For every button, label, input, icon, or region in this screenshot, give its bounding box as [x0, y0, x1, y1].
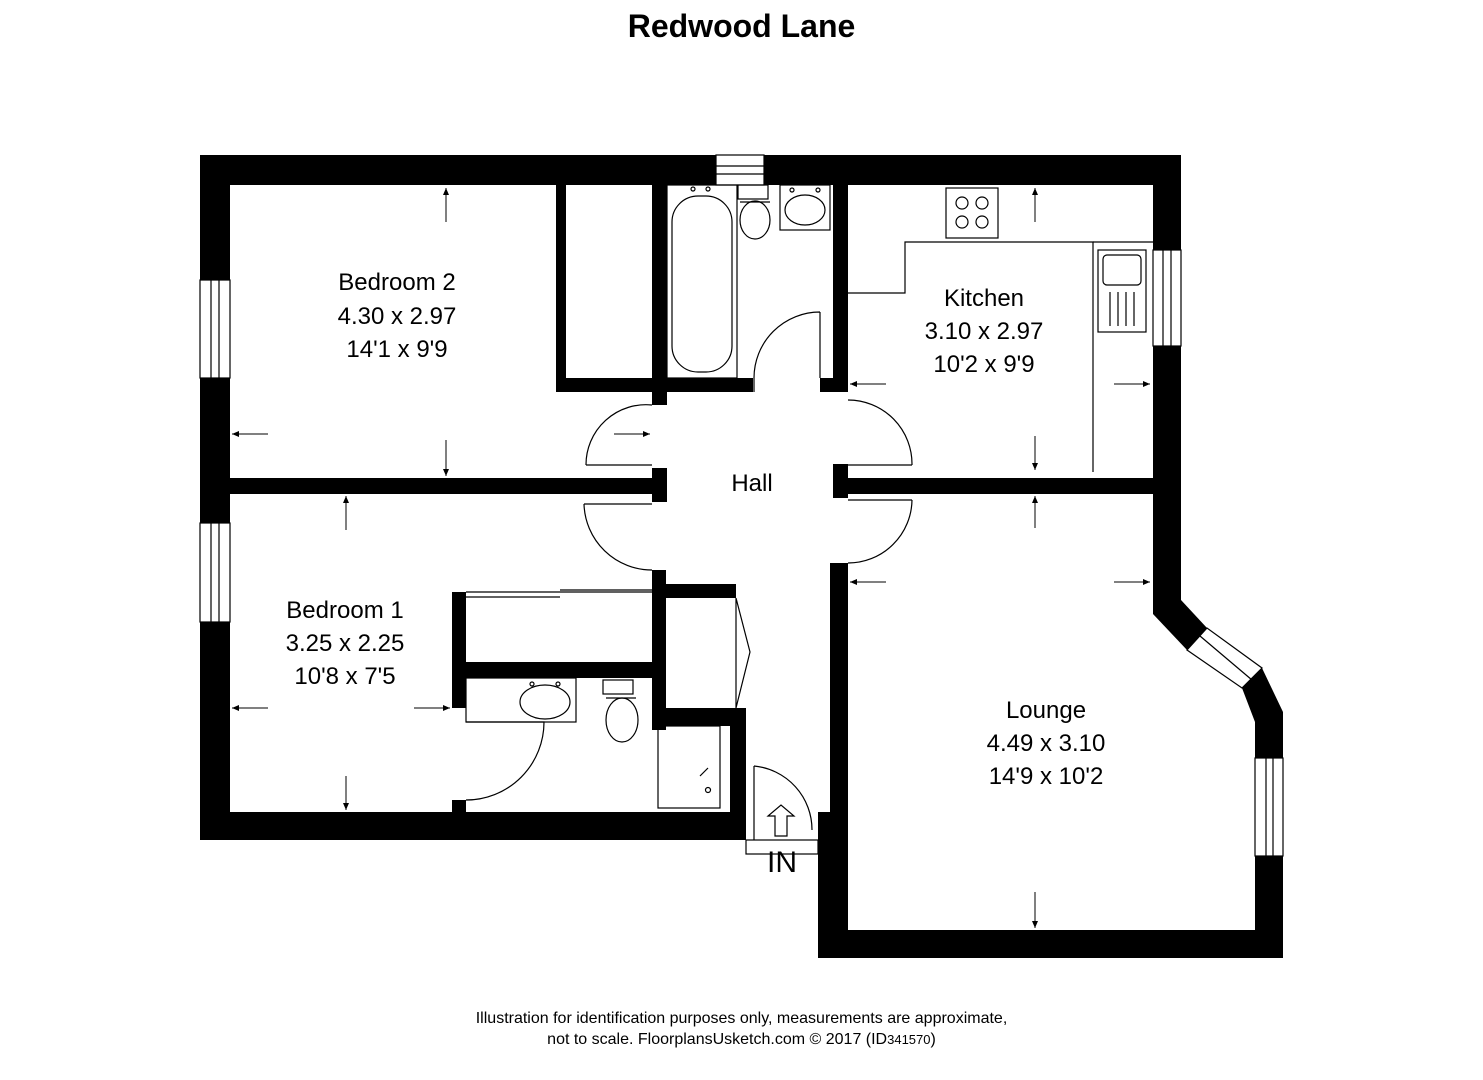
- bathtub: [666, 184, 738, 379]
- room-metric-lounge: 4.49 x 3.10: [987, 730, 1106, 757]
- room-name-bedroom2: Bedroom 2: [338, 269, 455, 296]
- wall-kitchen-lounge: [848, 478, 1153, 494]
- kitchen-sink: [1097, 249, 1147, 333]
- entrance-label: IN: [767, 846, 797, 879]
- door-ensuite: [465, 721, 545, 801]
- wall-cupboard-bottom: [652, 708, 738, 726]
- walls: [200, 155, 1283, 958]
- dimension-arrows: [232, 188, 1150, 928]
- room-name-hall: Hall: [731, 470, 772, 497]
- shower-tray: [657, 725, 721, 809]
- wall-ensuite-door-stub: [452, 800, 466, 812]
- wall-bed-divider-end: [652, 468, 667, 502]
- wall-bath-right: [833, 185, 848, 385]
- window-bay-right: [1254, 757, 1284, 857]
- door-bathroom: [753, 311, 821, 392]
- basin-ensuite: [465, 677, 577, 723]
- room-imperial-lounge: 14'9 x 10'2: [989, 763, 1104, 790]
- wall-bath-bottom: [667, 378, 753, 392]
- wall-wardrobe-b1-left: [452, 592, 466, 708]
- room-name-bedroom1: Bedroom 1: [286, 597, 403, 624]
- toilet-bathroom: [737, 184, 771, 240]
- wall-top-right: [764, 155, 1181, 185]
- windows: [199, 154, 1284, 857]
- wall-hall-right-stub: [833, 464, 848, 498]
- wall-lounge-bottom: [818, 930, 1283, 958]
- wall-bath-left: [652, 185, 667, 405]
- window-bedroom2: [199, 279, 231, 379]
- door-entrance: [753, 765, 813, 840]
- hob: [945, 187, 999, 239]
- window-bedroom1: [199, 522, 231, 623]
- room-labels: Bedroom 2 4.30 x 2.97 14'1 x 9'9 Kitchen…: [286, 269, 1106, 879]
- window-kitchen: [1152, 249, 1182, 347]
- wall-right-kitchen-b: [1153, 346, 1181, 486]
- wall-bay-right-a: [1255, 712, 1283, 758]
- wall-left-c: [200, 622, 230, 840]
- toilet-ensuite: [602, 679, 639, 743]
- room-metric-bedroom2: 4.30 x 2.97: [338, 303, 457, 330]
- wall-hall-right-lower: [830, 563, 848, 833]
- kitchen-worktop: [848, 241, 1153, 472]
- window-bay-diagonal: [1186, 627, 1263, 689]
- wall-right-lounge: [1153, 486, 1181, 614]
- room-imperial-bedroom1: 10'8 x 7'5: [294, 663, 395, 690]
- wall-wardrobe-b2-side: [556, 185, 566, 392]
- disclaimer-copyright: not to scale. FloorplansUsketch.com © 20…: [547, 1031, 888, 1048]
- wall-hall-left-bottom: [730, 708, 746, 838]
- room-name-lounge: Lounge: [1006, 697, 1086, 724]
- entrance-arrow: [766, 804, 796, 837]
- wall-kitchen-stub: [820, 378, 848, 392]
- door-cupboard: [735, 597, 751, 709]
- disclaimer: Illustration for identification purposes…: [0, 1008, 1483, 1050]
- wall-cupboard-top: [652, 584, 736, 598]
- disclaimer-line2: not to scale. FloorplansUsketch.com © 20…: [0, 1029, 1483, 1050]
- door-kitchen: [847, 399, 913, 466]
- wall-right-kitchen-a: [1153, 155, 1181, 250]
- basin-bathroom: [779, 184, 831, 231]
- wall-left-b: [200, 378, 230, 523]
- window-bathroom: [715, 154, 765, 186]
- wall-bottom-left: [200, 812, 746, 840]
- room-imperial-kitchen: 10'2 x 9'9: [933, 351, 1034, 378]
- doors: [465, 311, 913, 840]
- wall-wardrobe-b1-bottom: [452, 662, 666, 678]
- entrance-threshold: [745, 839, 819, 855]
- plan-title: Redwood Lane: [627, 8, 856, 44]
- door-bedroom2: [585, 404, 653, 466]
- door-lounge: [847, 499, 913, 564]
- wall-bed-divider: [230, 478, 667, 494]
- disclaimer-close: ): [930, 1031, 936, 1048]
- wall-top-left: [200, 155, 716, 185]
- wall-left-a: [200, 155, 230, 280]
- fixtures: [465, 184, 1153, 809]
- room-name-kitchen: Kitchen: [944, 285, 1024, 312]
- room-metric-kitchen: 3.10 x 2.97: [925, 318, 1044, 345]
- wall-lounge-left: [818, 812, 848, 958]
- wardrobe-bedroom1: [466, 589, 652, 598]
- wall-wardrobe-b2-bottom: [556, 378, 667, 392]
- door-bedroom1: [583, 503, 653, 571]
- wall-bay-upper: [1153, 600, 1207, 650]
- room-imperial-bedroom2: 14'1 x 9'9: [346, 336, 447, 363]
- disclaimer-line1: Illustration for identification purposes…: [475, 1010, 1008, 1027]
- room-metric-bedroom1: 3.25 x 2.25: [286, 630, 405, 657]
- plan-id: 341570: [887, 1032, 931, 1047]
